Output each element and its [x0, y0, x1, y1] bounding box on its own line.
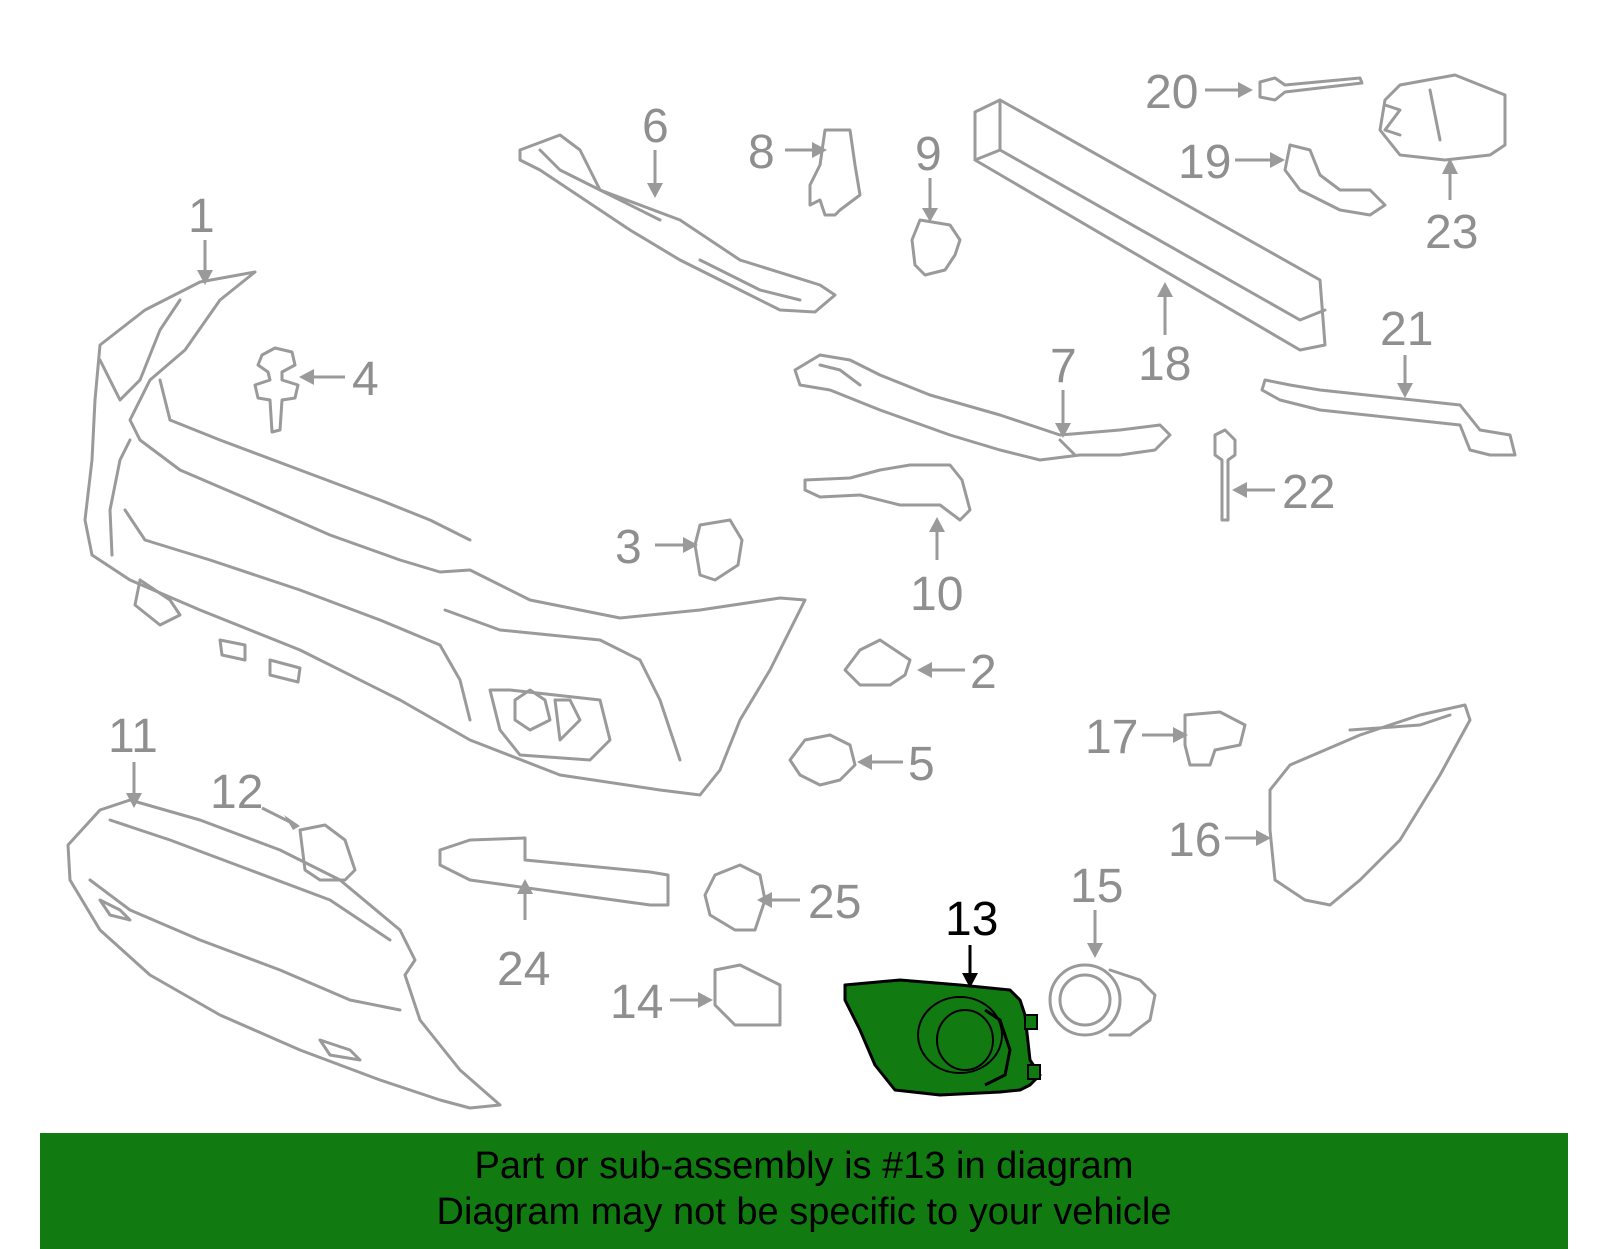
callout-label-20[interactable]: 20 [1145, 66, 1198, 119]
callout-label-21[interactable]: 21 [1380, 303, 1433, 356]
callout-label-23[interactable]: 23 [1425, 206, 1478, 259]
part-22-pin[interactable] [1213, 428, 1237, 522]
part-13-fog-lamp-bezel[interactable] [843, 978, 1042, 1097]
callout-label-8[interactable]: 8 [748, 126, 775, 179]
part-1-bumper-cover[interactable] [83, 270, 807, 797]
callout-label-4[interactable]: 4 [352, 353, 379, 406]
part-15-fog-lamp[interactable] [1048, 963, 1157, 1037]
callout-label-10[interactable]: 10 [910, 568, 963, 621]
part-11-lower-spoiler[interactable] [66, 798, 502, 1110]
part-21-side-bracket[interactable] [1260, 378, 1517, 457]
callout-label-9[interactable]: 9 [915, 128, 942, 181]
part-5-clip[interactable] [788, 733, 857, 787]
part-20-bolt[interactable] [1258, 76, 1364, 102]
callout-label-1[interactable]: 1 [188, 190, 215, 243]
callout-label-15[interactable]: 15 [1070, 860, 1123, 913]
callout-label-3[interactable]: 3 [615, 521, 642, 574]
part-16-side-extension[interactable] [1268, 703, 1472, 907]
callout-label-7[interactable]: 7 [1050, 340, 1077, 393]
part-3-clip[interactable] [693, 518, 744, 582]
part-7-reinforcement-bracket[interactable] [793, 353, 1172, 462]
part-8-small-bracket[interactable] [808, 128, 862, 217]
part-4-push-clip[interactable] [253, 346, 300, 434]
callout-label-17[interactable]: 17 [1085, 711, 1138, 764]
callout-label-5[interactable]: 5 [908, 738, 935, 791]
part-24-molding-strip[interactable] [438, 836, 670, 907]
callout-label-6[interactable]: 6 [642, 100, 669, 153]
callout-label-24[interactable]: 24 [497, 943, 550, 996]
callout-label-22[interactable]: 22 [1282, 466, 1335, 519]
callout-label-25[interactable]: 25 [808, 876, 861, 929]
part-25-bracket[interactable] [703, 863, 767, 932]
callout-label-14[interactable]: 14 [610, 976, 663, 1029]
callout-label-18[interactable]: 18 [1138, 338, 1191, 391]
banner-line-part: Part or sub-assembly is #13 in diagram [474, 1145, 1134, 1187]
callout-label-11[interactable]: 11 [108, 710, 158, 763]
part-19-small-bracket[interactable] [1283, 143, 1387, 217]
info-banner: Part or sub-assembly is #13 in diagram D… [40, 1133, 1568, 1249]
callout-label-13[interactable]: 13 [945, 893, 998, 946]
callout-label-2[interactable]: 2 [970, 646, 997, 699]
part-18-reinforcement-bar[interactable] [973, 98, 1327, 352]
part-17-clip[interactable] [1183, 710, 1247, 767]
part-14-clip[interactable] [713, 963, 782, 1027]
callout-label-19[interactable]: 19 [1178, 136, 1231, 189]
part-10-bracket[interactable] [803, 463, 972, 522]
callout-label-12[interactable]: 12 [210, 766, 263, 819]
part-23-mount[interactable] [1378, 73, 1507, 162]
part-12-clip[interactable] [298, 823, 357, 882]
callout-arrows [126, 82, 1458, 1008]
callout-labels: 1 2 3 4 5 6 7 8 9 10 11 12 13 14 15 16 1… [108, 66, 1478, 1029]
part-9-clip[interactable] [910, 218, 962, 277]
part-6-upper-bracket[interactable] [518, 133, 837, 314]
banner-line-disclaimer: Diagram may not be specific to your vehi… [436, 1191, 1172, 1233]
part-2-clip[interactable] [843, 638, 912, 687]
callout-label-16[interactable]: 16 [1168, 814, 1221, 867]
